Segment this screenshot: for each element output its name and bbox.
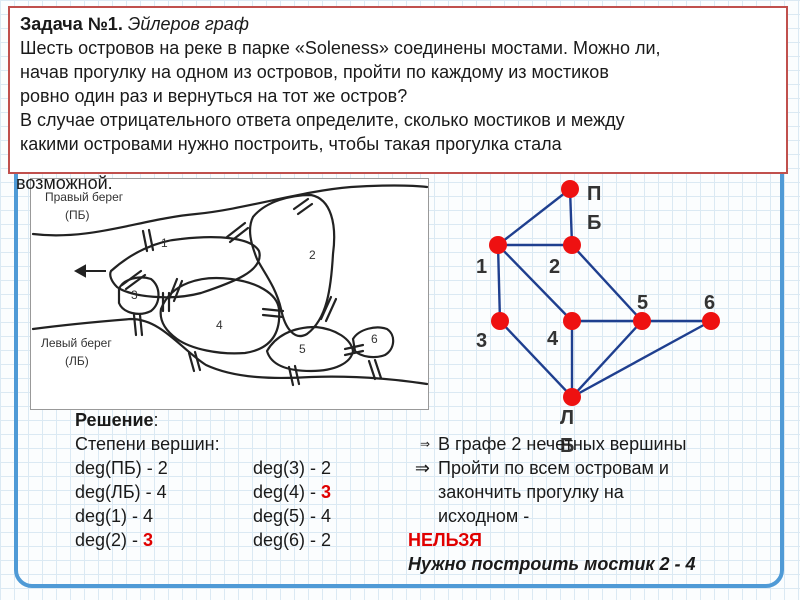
map-left-bank-label: Левый берег [41,336,112,350]
vertex-3-label: 3 [476,330,487,352]
map-right-bank-abbr: (ПБ) [65,208,90,222]
vertex-pb-label-top: П [587,183,601,205]
implies-arrow-icon: ⇒ [414,458,430,478]
deg-row: deg(ПБ) - 2 deg(3) - 2 [75,458,332,478]
conclusion-block: ⇒ В графе 2 нечетных вершины ⇒ Пройти по… [400,432,790,576]
edge-3-lb [499,320,573,398]
map-island-4: 4 [216,318,223,332]
edge-1-3 [496,244,502,322]
euler-graph-drawing: П Б 1 2 3 4 5 6 Л Б [476,180,720,455]
edge-pb-1 [497,188,571,246]
vertex-lb [563,388,581,406]
edge-pb-2 [568,188,574,246]
conclusion-impossible: НЕЛЬЗЯ [408,530,482,550]
solution-block: Решение: Степени вершин: deg(ПБ) - 2 deg… [75,408,395,552]
deg-row: deg(1) - 4 deg(5) - 4 [75,506,332,526]
conclusion-build-bridge: Нужно построить мостик 2 - 4 [408,554,696,574]
vertex-4-label: 4 [547,328,559,350]
task-line-1: Шесть островов на реке в парке «Soleness… [20,38,661,58]
odd-degree-value: 3 [321,482,332,502]
conclusion-line-1: ⇒ В графе 2 нечетных вершины [400,432,790,456]
vertex-lb-label-bottom: Б [560,435,574,455]
map-island-1: 1 [161,236,168,250]
solution-subheader: Степени вершин: [75,434,220,454]
vertex-2-label: 2 [549,256,560,278]
vertex-4 [563,312,581,330]
vertex-pb [561,180,579,198]
task-clipped-word: возможной. [16,173,113,193]
vertex-1 [489,236,507,254]
map-island-2: 2 [309,248,316,262]
conclusion-line-3: закончить прогулку на [438,482,624,502]
vertex-2 [563,236,581,254]
task-line-5: какими островами нужно построить, чтобы … [20,134,562,154]
islands-map-drawing: Правый берег (ПБ) Левый берег (ЛБ) 1 2 3… [31,184,428,387]
solution-header: Решение: [75,410,159,430]
vertex-lb-label-top: Л [560,407,574,429]
vertex-1-label: 1 [476,256,487,278]
task-title: Задача №1. Эйлеров граф [20,14,249,34]
task-box: Задача №1. Эйлеров граф Шесть островов н… [8,6,788,174]
map-left-bank-abbr: (ЛБ) [65,354,89,368]
vertex-5-label: 5 [637,292,648,314]
deg-row: deg(ЛБ) - 4 deg(4) - 3 [75,482,332,502]
vertex-3 [491,312,509,330]
deg-row: deg(2) - 3 deg(6) - 2 [75,530,332,550]
conclusion-line-2: ⇒ Пройти по всем островам и [400,456,790,480]
map-island-6: 6 [371,332,378,346]
conclusion-line-4: исходном - [438,506,530,526]
vertex-pb-label-bottom: Б [587,212,601,234]
odd-degree-value: 3 [143,530,154,550]
edge-6-lb [571,319,712,399]
map-right-bank-label: Правый берег [45,190,124,204]
task-line-4: В случае отрицательного ответа определит… [20,110,625,130]
edge-2-5 [571,244,643,322]
map-island-5: 5 [299,342,306,356]
vertex-5 [633,312,651,330]
vertex-6 [702,312,720,330]
task-line-2: начав прогулку на одном из островов, про… [20,62,609,82]
vertex-6-label: 6 [704,292,715,314]
islands-map: Правый берег (ПБ) Левый берег (ЛБ) 1 2 3… [30,178,429,410]
euler-graph: П Б 1 2 3 4 5 6 Л Б [440,165,780,455]
edge-1-4 [497,244,573,322]
map-island-3: 3 [131,288,138,302]
edge-5-lb [571,320,643,398]
implies-arrow-icon: ⇒ [419,437,430,451]
task-line-3: ровно один раз и вернуться на тот же ост… [20,86,408,106]
